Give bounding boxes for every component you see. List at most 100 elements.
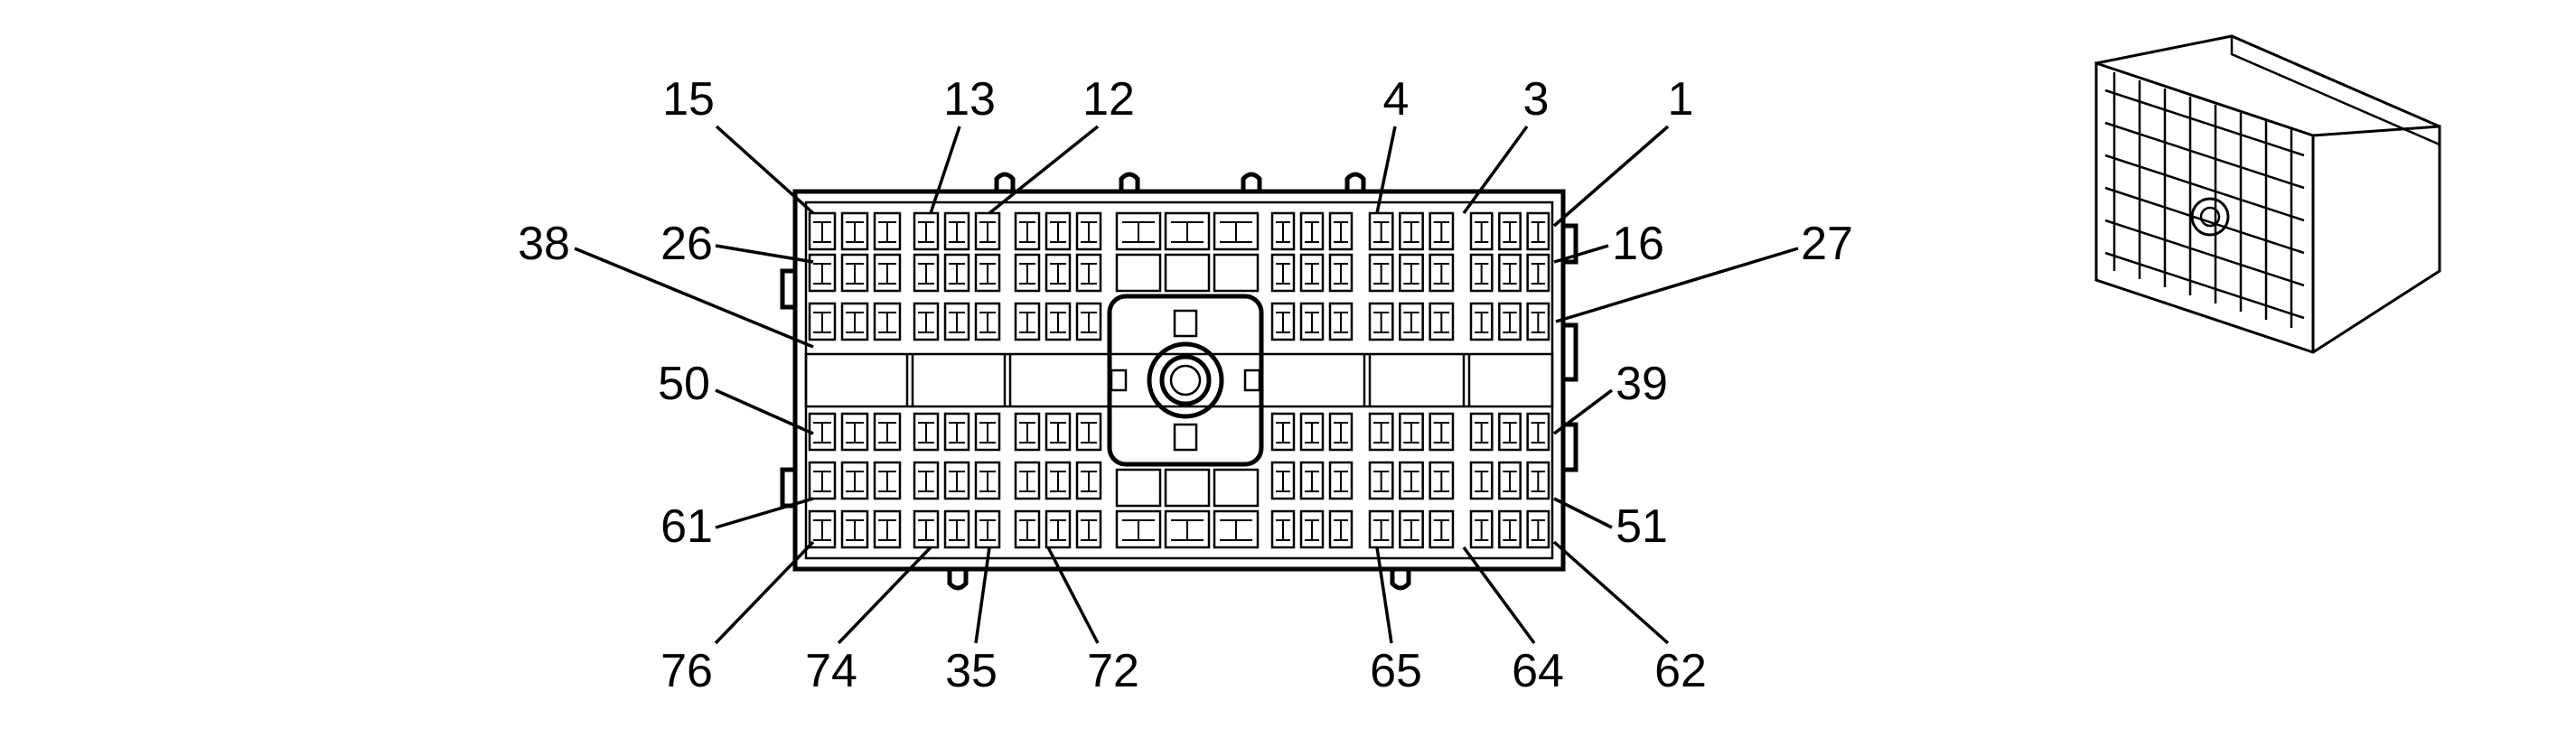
terminal-cavity bbox=[1164, 468, 1211, 508]
inset-bolt bbox=[2190, 197, 2230, 237]
terminal-cavity bbox=[1044, 253, 1072, 293]
terminal-cavity bbox=[1213, 211, 1260, 251]
callout-leader-line bbox=[837, 546, 932, 645]
pin-label-bottom: 74 bbox=[805, 645, 857, 697]
terminal-cavity bbox=[873, 211, 902, 251]
terminal-cavity bbox=[840, 412, 869, 452]
inset-cavity-row bbox=[2104, 121, 2305, 190]
bottom-lock-tab bbox=[1390, 569, 1411, 591]
top-lock-tab bbox=[1344, 172, 1366, 191]
inset-cavity-row bbox=[2104, 219, 2305, 287]
pin-label-bottom: 64 bbox=[1512, 645, 1564, 697]
terminal-cavity bbox=[873, 412, 902, 452]
pin-label-top: 3 bbox=[1523, 73, 1550, 126]
terminal-cavity bbox=[1299, 253, 1325, 293]
center-rail bbox=[804, 352, 1554, 408]
key-slot-top bbox=[1173, 309, 1198, 338]
callout-leader-line bbox=[974, 546, 991, 644]
callout-leader-line bbox=[1462, 546, 1536, 645]
terminal-cavity bbox=[943, 253, 970, 293]
terminal-cavity bbox=[1498, 302, 1522, 341]
side-tab-right bbox=[1563, 422, 1578, 472]
bolt-boss bbox=[1147, 341, 1224, 419]
top-lock-tab bbox=[1241, 172, 1262, 191]
pin-label-right: 39 bbox=[1616, 358, 1668, 410]
terminal-cavity bbox=[943, 302, 970, 341]
terminal-cavity bbox=[1368, 509, 1394, 549]
terminal-cavity bbox=[943, 211, 970, 251]
terminal-cavity bbox=[873, 461, 902, 500]
bottom-lock-tab bbox=[947, 569, 969, 591]
terminal-cavity bbox=[1429, 302, 1455, 341]
pin-label-bottom: 76 bbox=[660, 645, 713, 697]
callout-leader-line bbox=[574, 247, 814, 349]
terminal-cavity bbox=[840, 211, 869, 251]
terminal-cavity bbox=[913, 412, 940, 452]
terminal-cavity bbox=[1075, 211, 1102, 251]
terminal-cavity bbox=[1399, 412, 1424, 452]
inset-cavity-row bbox=[2104, 251, 2305, 320]
pin-label-top: 1 bbox=[1668, 73, 1694, 126]
pin-label-top: 12 bbox=[1082, 73, 1135, 126]
pin-label-bottom: 62 bbox=[1654, 645, 1707, 697]
terminal-cavity bbox=[1526, 211, 1550, 251]
callout-leader-line bbox=[1552, 540, 1670, 645]
callout-leader-line bbox=[1375, 546, 1393, 644]
terminal-cavity bbox=[913, 509, 940, 549]
terminal-cavity bbox=[1328, 211, 1354, 251]
callout-leader-line bbox=[929, 126, 961, 214]
terminal-cavity bbox=[1498, 509, 1522, 549]
terminal-cavity bbox=[1075, 461, 1102, 500]
callout-leader-line bbox=[1552, 388, 1614, 435]
terminal-cavity bbox=[1270, 302, 1296, 341]
terminal-cavity bbox=[840, 253, 869, 293]
terminal-cavity bbox=[1299, 509, 1325, 549]
pin-label-right: 51 bbox=[1616, 500, 1668, 553]
terminal-cavity bbox=[1368, 412, 1394, 452]
terminal-cavity bbox=[808, 302, 837, 341]
terminal-cavity bbox=[1526, 302, 1550, 341]
terminal-cavity bbox=[913, 302, 940, 341]
pin-label-bottom: 35 bbox=[945, 645, 998, 697]
terminal-cavity bbox=[1399, 253, 1424, 293]
pin-label-right: 27 bbox=[1801, 218, 1853, 270]
pin-label-right: 16 bbox=[1612, 218, 1664, 270]
key-slot-right bbox=[1243, 369, 1261, 392]
terminal-cavity bbox=[1498, 461, 1522, 500]
callout-leader-line bbox=[1375, 126, 1397, 214]
bolt-hole bbox=[1159, 354, 1212, 406]
inset-bolt-hole bbox=[2199, 206, 2221, 228]
terminal-cavity bbox=[1075, 253, 1102, 293]
terminal-cavity bbox=[1328, 412, 1354, 452]
inset-cavity-row bbox=[2104, 154, 2305, 222]
bolt-hole-inner bbox=[1169, 364, 1202, 397]
terminal-cavity bbox=[808, 509, 837, 549]
terminal-cavity bbox=[1115, 211, 1162, 251]
pin-label-left: 50 bbox=[658, 358, 710, 410]
callout-leader-line bbox=[714, 540, 815, 645]
terminal-cavity bbox=[974, 253, 1001, 293]
terminal-cavity bbox=[1399, 461, 1424, 500]
pin-label-left: 38 bbox=[518, 218, 570, 270]
terminal-cavity bbox=[1299, 302, 1325, 341]
terminal-cavity bbox=[1075, 302, 1102, 341]
terminal-cavity bbox=[1399, 211, 1424, 251]
terminal-cavity bbox=[1115, 468, 1162, 508]
key-slot-bottom bbox=[1173, 423, 1198, 452]
terminal-cavity bbox=[1328, 302, 1354, 341]
terminal-cavity bbox=[1526, 412, 1550, 452]
terminal-cavity bbox=[1044, 461, 1072, 500]
terminal-cavity bbox=[873, 302, 902, 341]
terminal-cavity bbox=[1213, 509, 1260, 549]
terminal-cavity bbox=[1299, 211, 1325, 251]
terminal-cavity bbox=[1469, 302, 1494, 341]
callout-leaders bbox=[574, 125, 1799, 645]
terminal-cavity bbox=[1075, 412, 1102, 452]
terminal-cavity bbox=[1469, 253, 1494, 293]
terminal-cavity bbox=[1270, 412, 1296, 452]
terminal-cavity bbox=[1526, 461, 1550, 500]
callout-leader-line bbox=[1553, 497, 1613, 529]
terminal-cavity bbox=[1429, 253, 1455, 293]
terminal-cavity bbox=[1014, 211, 1041, 251]
terminal-cavity bbox=[1014, 412, 1041, 452]
